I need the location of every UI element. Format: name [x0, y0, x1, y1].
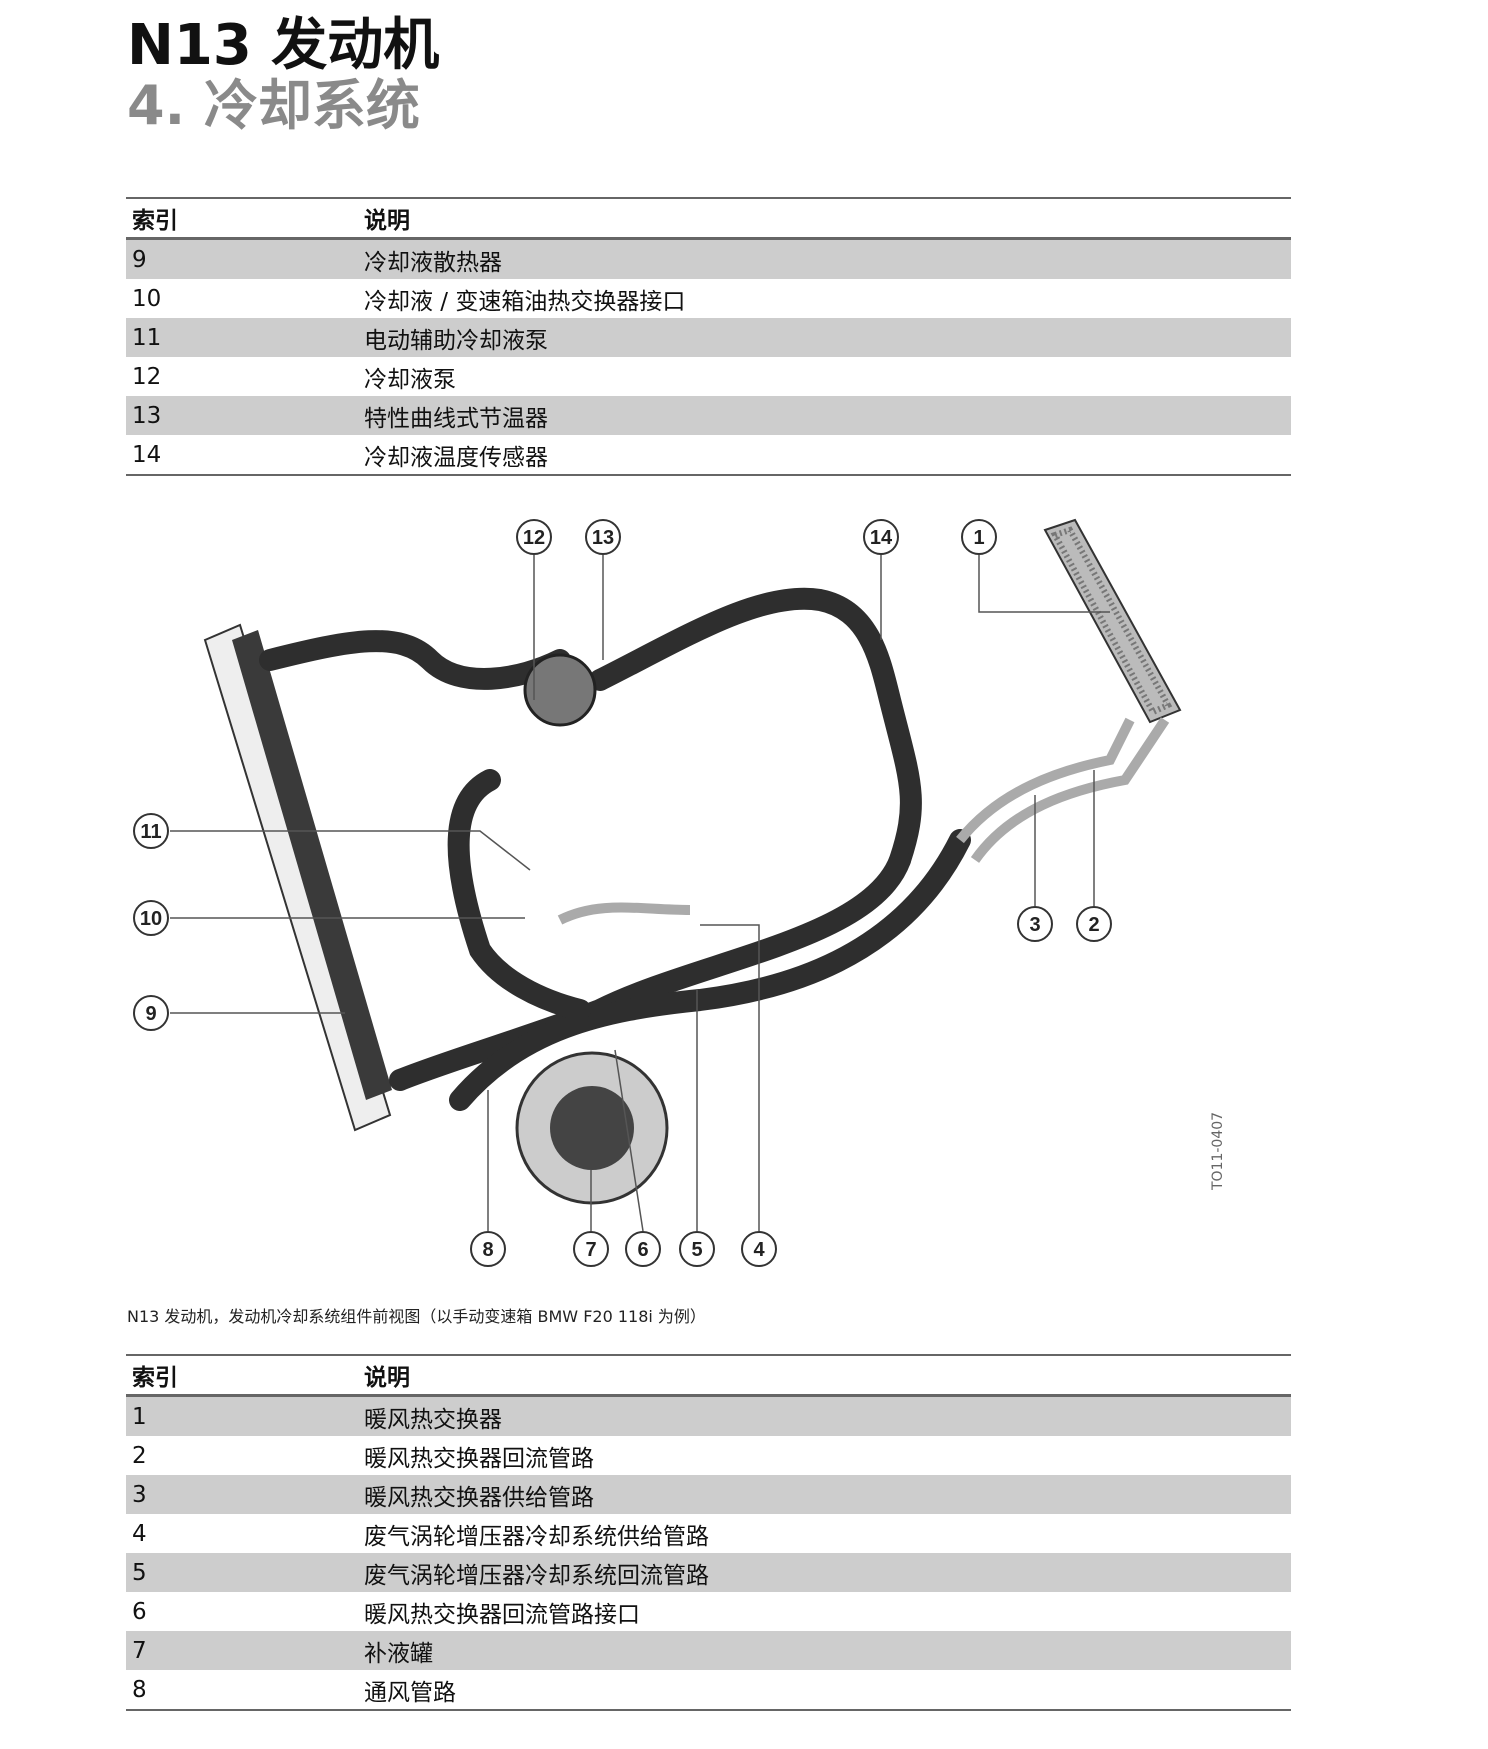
cooling-system-diagram: 1 2 3 4 5 6 7 8 9 10 11 12 13 14	[133, 518, 1182, 1267]
column-header-index: 索引	[126, 197, 358, 240]
table-row: 4 废气涡轮增压器冷却系统供给管路	[126, 1514, 1291, 1553]
row-description: 冷却液 / 变速箱油热交换器接口	[364, 288, 686, 315]
row-description: 暖风热交换器回流管路	[364, 1445, 594, 1472]
svg-text:5: 5	[691, 1239, 702, 1261]
row-index: 11	[126, 318, 358, 357]
svg-text:4: 4	[753, 1239, 765, 1261]
row-description: 冷却液温度传感器	[358, 435, 1291, 476]
row-index: 9	[126, 238, 358, 279]
row-description: 特性曲线式节温器	[358, 396, 1291, 435]
callout-3: 3	[1017, 906, 1053, 942]
callout-14: 14	[863, 519, 899, 555]
column-header-description: 说明	[358, 1354, 1291, 1397]
pump-drawing	[523, 653, 597, 727]
table-row: 10 冷却液 / 变速箱油热交换器接口	[126, 279, 1291, 318]
row-index: 4	[132, 1520, 147, 1547]
row-description: 废气涡轮增压器冷却系统供给管路	[364, 1523, 709, 1550]
table-header: 索引 说明	[126, 197, 1291, 240]
table-row: 6 暖风热交换器回流管路接口	[126, 1592, 1291, 1631]
svg-text:13: 13	[592, 527, 614, 549]
expansion-tank-drawing	[515, 1051, 669, 1205]
row-description: 暖风热交换器供给管路	[358, 1475, 1291, 1514]
table-row: 2 暖风热交换器回流管路	[126, 1436, 1291, 1475]
row-index: 10	[132, 285, 162, 312]
row-index: 12	[132, 363, 162, 390]
callout-6: 6	[625, 1231, 661, 1267]
row-description: 冷却液散热器	[358, 238, 1291, 279]
svg-text:14: 14	[870, 527, 893, 549]
svg-text:1: 1	[973, 527, 984, 549]
row-description: 冷却液泵	[364, 366, 456, 393]
heater-pipes	[557, 717, 1170, 925]
row-description: 暖风热交换器	[358, 1395, 1291, 1436]
row-description: 暖风热交换器回流管路接口	[364, 1601, 640, 1628]
page-title: N13 发动机	[127, 13, 440, 78]
svg-text:7: 7	[585, 1239, 596, 1261]
row-description: 补液罐	[358, 1631, 1291, 1670]
figure-caption: N13 发动机，发动机冷却系统组件前视图（以手动变速箱 BMW F20 118i…	[127, 1307, 706, 1326]
svg-text:12: 12	[523, 527, 545, 549]
svg-text:10: 10	[140, 908, 162, 930]
callout-10: 10	[133, 900, 169, 936]
table-row: 12 冷却液泵	[126, 357, 1291, 396]
row-index: 14	[126, 435, 358, 476]
heater-core-drawing	[1043, 518, 1182, 724]
row-description: 电动辅助冷却液泵	[358, 318, 1291, 357]
radiator-drawing	[203, 623, 392, 1132]
callout-7: 7	[573, 1231, 609, 1267]
coolant-hoses	[259, 587, 971, 1111]
row-index: 5	[126, 1553, 358, 1592]
callout-1: 1	[961, 519, 997, 555]
leader-lines	[170, 555, 1110, 1232]
row-index: 6	[132, 1598, 147, 1625]
callout-13: 13	[585, 519, 621, 555]
row-index: 8	[126, 1670, 358, 1711]
row-description: 废气涡轮增压器冷却系统回流管路	[358, 1553, 1291, 1592]
row-description: 通风管路	[358, 1670, 1291, 1711]
callout-5: 5	[679, 1231, 715, 1267]
callout-4: 4	[741, 1231, 777, 1267]
section-title: 4. 冷却系统	[127, 74, 420, 137]
svg-text:11: 11	[140, 821, 161, 843]
callout-12: 12	[516, 519, 552, 555]
table-header: 索引 说明	[126, 1354, 1291, 1397]
svg-text:2: 2	[1088, 914, 1099, 936]
row-index: 7	[126, 1631, 358, 1670]
svg-text:8: 8	[482, 1239, 493, 1261]
figure-code: TO11-0407	[1210, 1111, 1226, 1190]
callout-9: 9	[133, 995, 169, 1031]
svg-text:9: 9	[145, 1003, 156, 1025]
callout-8: 8	[470, 1231, 506, 1267]
svg-text:3: 3	[1029, 914, 1040, 936]
row-index: 2	[132, 1442, 147, 1469]
row-index: 3	[126, 1475, 358, 1514]
column-header-index: 索引	[126, 1354, 358, 1397]
callout-11: 11	[133, 813, 169, 849]
column-header-description: 说明	[358, 197, 1291, 240]
row-index: 1	[126, 1395, 358, 1436]
svg-text:6: 6	[637, 1239, 648, 1261]
callout-2: 2	[1076, 906, 1112, 942]
row-index: 13	[126, 396, 358, 435]
